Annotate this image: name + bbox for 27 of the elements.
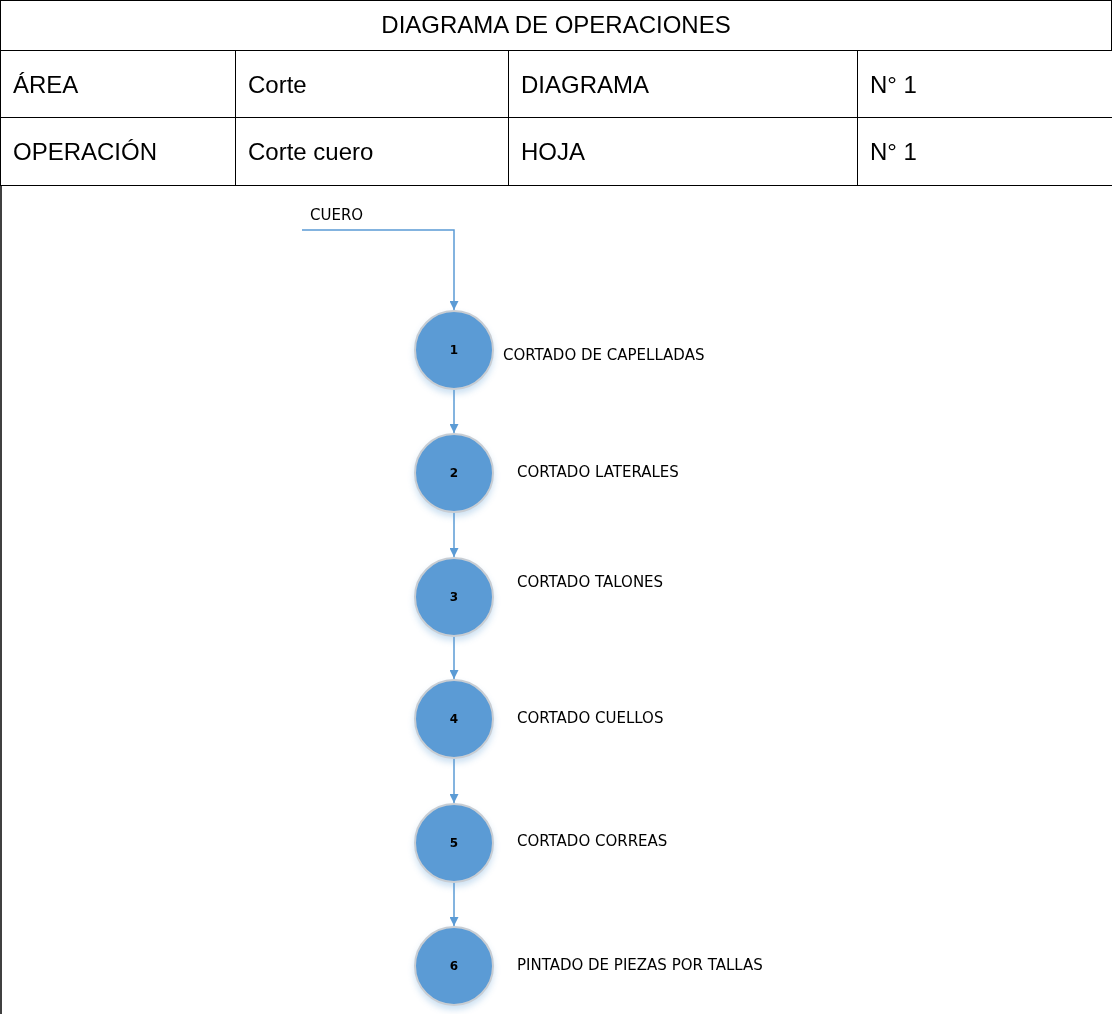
operation-label: CORTADO CORREAS	[517, 832, 668, 850]
operation-circle	[414, 926, 494, 1006]
step-number: 5	[449, 836, 459, 850]
flow-input-label: CUERO	[302, 206, 380, 230]
step-number: 4	[449, 712, 459, 726]
operation-label: CORTADO TALONES	[517, 573, 664, 591]
step-number: 2	[449, 466, 459, 480]
arrow	[449, 389, 459, 434]
operation-label: PINTADO DE PIEZAS POR TALLAS	[517, 956, 763, 974]
arrow	[449, 512, 459, 558]
arrow	[449, 636, 459, 680]
arrow	[449, 882, 459, 927]
step-number: 6	[449, 959, 459, 973]
step-number: 1	[449, 343, 459, 357]
table-title: DIAGRAMA DE OPERACIONES	[0, 0, 1112, 51]
operation-label: CORTADO DE CAPELLADAS	[503, 346, 705, 364]
arrow	[301, 229, 459, 311]
operation-circle	[414, 433, 494, 513]
step-number: 3	[449, 590, 459, 604]
operation-label: CORTADO LATERALES	[517, 463, 679, 481]
arrow	[449, 758, 459, 804]
operation-circle	[414, 310, 494, 390]
table-cell: OPERACIÓN	[0, 117, 236, 186]
operation-circle	[414, 803, 494, 883]
operation-label: CORTADO CUELLOS	[517, 709, 664, 727]
operation-circle	[414, 557, 494, 637]
operation-circle	[414, 679, 494, 759]
